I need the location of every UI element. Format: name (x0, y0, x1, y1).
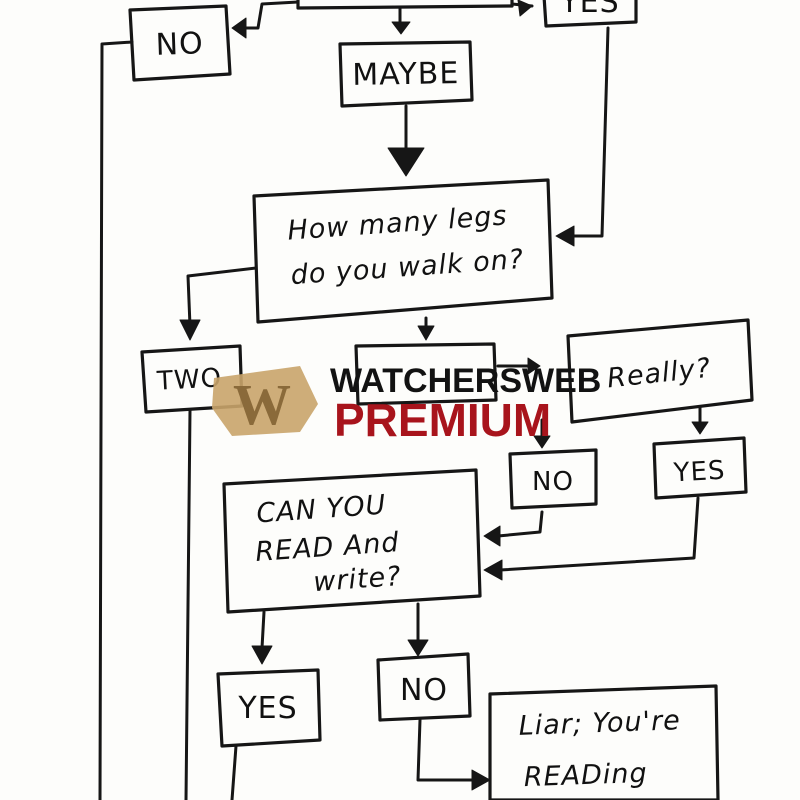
connector-yes-to-legs (568, 26, 610, 238)
arrowhead-yes-to-legs (555, 225, 575, 247)
node-read-write-line1: CAN YOU (255, 490, 387, 530)
watermark-logo-letter: W (233, 372, 291, 437)
node-no-read: NO (400, 673, 448, 708)
connectors (98, 0, 702, 800)
middle-box (354, 342, 498, 406)
arrowhead-no-to-read (483, 525, 501, 547)
arrowhead-to-no-top (231, 17, 247, 39)
arrowhead-to-liar (471, 769, 491, 791)
connector-yes-to-read (498, 496, 700, 572)
really-box (566, 318, 754, 424)
arrowhead-to-middle (417, 325, 435, 341)
maybe-box (338, 40, 474, 108)
connector-no-down (98, 40, 134, 800)
yes-really-box (652, 436, 748, 500)
connector-yes-down (230, 744, 238, 800)
no-really-box (508, 448, 598, 510)
node-legs-question-line1: How many legs (286, 200, 508, 246)
node-no-really: NO (532, 467, 574, 497)
watermark-name: WATCHERSWEB (330, 362, 601, 400)
arrowhead-to-yes-really (691, 421, 709, 435)
arrowhead-to-yes-read (251, 645, 273, 665)
arrowhead-to-no-read (407, 639, 429, 657)
node-two: TWO (155, 363, 223, 396)
arrowheads (179, 0, 709, 791)
no-top-box (128, 4, 232, 82)
node-maybe: MAYBE (352, 56, 460, 93)
arrowhead-yes-to-read (483, 559, 503, 581)
arrowhead-to-maybe (391, 21, 411, 35)
connector-read-to-yes (260, 610, 266, 650)
watermark: W WATCHERSWEB PREMIUM (212, 362, 601, 446)
node-yes-top: YES (559, 0, 619, 20)
read-write-box (222, 468, 482, 614)
arrowhead-to-really (527, 357, 541, 375)
node-boxes (128, 0, 754, 800)
arrowhead-to-yes-top (517, 0, 533, 17)
watermark-logo: W (212, 366, 318, 437)
node-really: Really? (606, 353, 713, 395)
node-liar-line1: Liar; You're (518, 705, 681, 742)
top-box (296, 0, 514, 10)
no-read-box (376, 652, 472, 722)
watermark-tier: PREMIUM (334, 394, 551, 446)
connector-legs-to-two (186, 266, 258, 328)
connector-no-to-liar (416, 718, 476, 782)
legs-question-box (252, 178, 554, 324)
watermark-logo-shape (212, 366, 318, 436)
yes-read-box (216, 668, 322, 748)
connector-no-to-read (496, 510, 544, 538)
arrowhead-to-two (179, 319, 201, 341)
node-liar-line2: READing (523, 758, 648, 793)
yes-top-box (542, 0, 638, 28)
node-yes-read: YES (237, 691, 297, 726)
liar-box (488, 684, 720, 800)
connector-top-to-no (238, 0, 300, 30)
node-yes-really: YES (672, 456, 726, 489)
arrowhead-maybe-to-legs (387, 147, 425, 177)
node-read-write-line3: write? (312, 561, 402, 598)
arrowhead-to-no-really (533, 435, 551, 449)
connector-two-down (184, 408, 192, 800)
node-legs-question-line2: do you walk on? (290, 244, 525, 291)
node-no-top: NO (155, 26, 204, 63)
